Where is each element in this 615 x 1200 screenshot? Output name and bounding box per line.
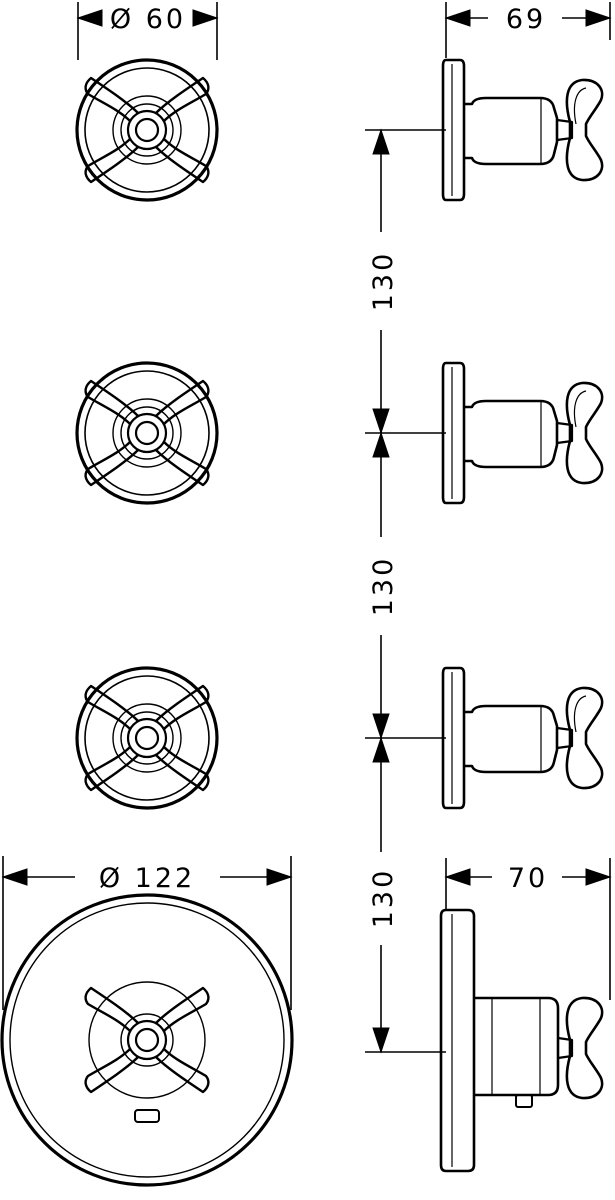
dimension-large-diameter: [2, 856, 292, 1010]
side-view-unit-1: [441, 58, 604, 202]
side-view-unit-3: [441, 666, 604, 810]
front-view-unit-2: [75, 361, 219, 505]
dimension-small-diameter-label: Ø 60: [110, 4, 186, 35]
dimension-large-diameter-label: Ø 122: [99, 863, 195, 894]
side-view-thermostat: [439, 908, 604, 1173]
dimension-small-depth-label: 69: [506, 4, 546, 35]
dimension-spacing-3-label: 130: [368, 868, 399, 929]
front-view-thermostat: [0, 893, 294, 1187]
dimension-large-depth: [445, 858, 611, 1000]
dimension-small-diameter: [77, 2, 218, 60]
front-view-unit-1: [75, 58, 219, 202]
front-view-unit-3: [75, 666, 219, 810]
dimension-small-depth: [445, 2, 611, 58]
dimension-spacing-line: [365, 129, 446, 1053]
dimension-large-depth-label: 70: [508, 863, 548, 894]
dimension-spacing-2-label: 130: [368, 556, 399, 617]
side-view-unit-2: [441, 361, 604, 505]
dimension-spacing-1-label: 130: [368, 251, 399, 312]
